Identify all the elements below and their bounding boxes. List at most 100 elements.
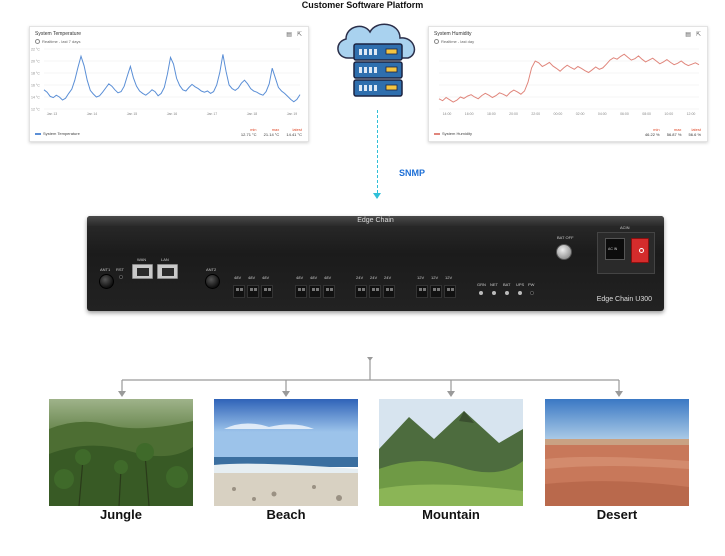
x-tick-label: Jan 17 [207, 112, 218, 116]
chart-subtitle-text: Realtime - last day [441, 39, 475, 44]
stat-value: 12.71 °C [240, 132, 257, 137]
snmp-link-line [377, 110, 378, 198]
x-tick-label: Jan 15 [127, 112, 138, 116]
x-tick-label: Jan 16 [167, 112, 178, 116]
power-switch[interactable] [631, 238, 649, 263]
terminal-voltage-label: 12V [431, 275, 439, 280]
device-name: Edge Chain [357, 217, 394, 224]
chart-legend: System Humidity [434, 131, 472, 136]
x-tick-label: 10:00 [664, 112, 673, 116]
status-led [530, 291, 534, 295]
expand-icon[interactable]: ⇱ [296, 32, 302, 38]
terminal-block [323, 285, 335, 298]
legend-swatch [35, 132, 41, 135]
x-tick-label: 18:00 [487, 112, 496, 116]
mountain-photo [379, 399, 523, 506]
page-title: Customer Software Platform [301, 0, 424, 10]
x-tick-label: 12:00 [687, 112, 696, 116]
location-label-beach: Beach [266, 507, 306, 522]
chart-tools: ▤⇱ [281, 31, 302, 38]
bat-off-label: BAT OFF [557, 235, 574, 240]
x-tick-label: Jan 13 [47, 112, 58, 116]
wan-label: WAN [137, 257, 147, 262]
legend-label: System Temperature [43, 131, 80, 136]
terminal-block [261, 285, 273, 298]
chart-title: System Temperature [35, 31, 82, 37]
x-tick-label: 00:00 [554, 112, 563, 116]
terminal-voltage-label: 48V [248, 275, 256, 280]
chart-subtitle: Realtime - last day [434, 39, 475, 45]
temperature-chart-panel: System Temperature Realtime - last 7 day… [29, 26, 309, 142]
expand-icon[interactable]: ⇱ [695, 32, 701, 38]
terminal-voltage-label: 48V [234, 275, 242, 280]
lan-label: LAN [161, 257, 169, 262]
terminal-voltage-label: 24V [356, 275, 364, 280]
series-line [438, 53, 700, 103]
stat-value: 46.22 % [644, 132, 660, 137]
wan-port [132, 264, 153, 279]
location-label-desert: Desert [596, 507, 638, 522]
stat-label: max [271, 127, 280, 132]
lan-port [157, 264, 178, 279]
terminal-block [309, 285, 321, 298]
export-icon[interactable]: ▤ [286, 32, 292, 38]
led-label: PW [528, 282, 535, 287]
x-tick-label: 04:00 [598, 112, 607, 116]
led-label: UPS [516, 282, 525, 287]
y-tick-label: 18 °C [31, 72, 40, 76]
snmp-label: SNMP [399, 168, 426, 178]
ant1-label: ANT1 [100, 267, 111, 272]
status-led [505, 291, 509, 295]
x-tick-label: Jan 14 [87, 112, 98, 116]
terminal-block [355, 285, 367, 298]
socket-label: AC IN [608, 247, 618, 251]
clock-icon [434, 39, 439, 45]
stat-label: min [250, 127, 257, 132]
device-top-bar [87, 216, 664, 226]
y-tick-label: 12 °C [31, 108, 40, 112]
stat-value: 56.87 % [666, 132, 682, 137]
terminal-block [444, 285, 456, 298]
terminal-block [369, 285, 381, 298]
reset-pinhole[interactable] [119, 275, 123, 279]
stat-value: 56.6 % [688, 132, 701, 137]
location-label-mountain: Mountain [422, 507, 480, 522]
acin-label: ACIN [620, 225, 630, 230]
x-tick-label: 22:00 [531, 112, 540, 116]
led-label: GRN [477, 282, 486, 287]
status-led [518, 291, 522, 295]
x-tick-label: 06:00 [620, 112, 629, 116]
x-tick-label: 08:00 [642, 112, 651, 116]
y-tick-label: 22 °C [31, 48, 40, 52]
terminal-block [383, 285, 395, 298]
legend-swatch [434, 132, 440, 135]
stat-label: latest [292, 127, 302, 132]
terminal-voltage-label: 12V [417, 275, 425, 280]
x-tick-label: 14:00 [443, 112, 452, 116]
terminal-voltage-label: 24V [370, 275, 378, 280]
chart-subtitle: Realtime - last 7 days [35, 39, 80, 45]
stat-value: 21.14 °C [263, 132, 280, 137]
terminal-voltage-label: 48V [262, 275, 270, 280]
ac-power-socket: AC IN [605, 238, 625, 260]
status-led [479, 291, 483, 295]
y-tick-label: 16 °C [31, 84, 40, 88]
terminal-block [430, 285, 442, 298]
power-module: AC IN [597, 232, 655, 274]
stat-label: min [653, 127, 660, 132]
bat-off-button[interactable] [556, 244, 572, 260]
stat-label: max [673, 127, 682, 132]
terminal-voltage-label: 48V [324, 275, 332, 280]
export-icon[interactable]: ▤ [685, 32, 691, 38]
device-model: Edge Chain U300 [596, 296, 652, 303]
antenna-1-connector [99, 274, 114, 289]
cloud-server-icon [337, 23, 416, 97]
